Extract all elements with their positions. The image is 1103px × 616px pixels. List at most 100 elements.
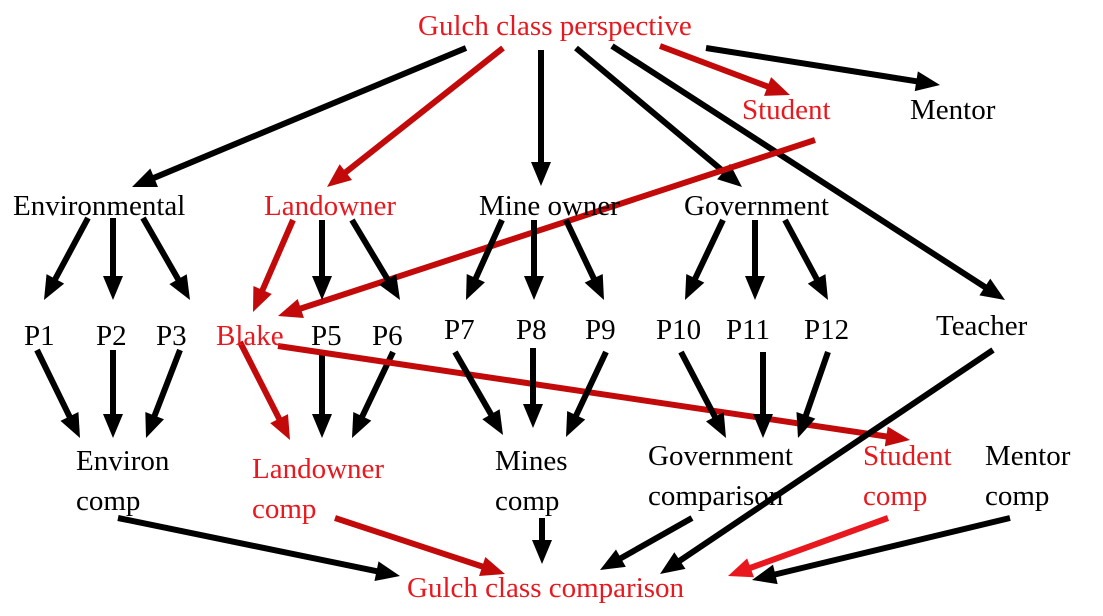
edge-arrow-teacher-to-bottom xyxy=(660,347,995,574)
node-p6: P6 xyxy=(372,316,403,356)
arrowhead-icon xyxy=(796,412,816,438)
arrowhead-icon xyxy=(327,164,353,187)
arrowhead-icon xyxy=(706,412,726,438)
node-label-line-1: Government xyxy=(648,440,793,472)
edge-arrow-environmental-to-p2 xyxy=(103,218,123,300)
node-mine-owner: Mine owner xyxy=(479,186,620,226)
arrowhead-icon xyxy=(807,274,828,300)
node-gulch-class-perspective: Gulch class perspective xyxy=(418,6,692,46)
edge-arrow-mines_comp-to-bottom xyxy=(532,518,552,564)
arrowhead-icon xyxy=(60,412,80,438)
edge-shaft xyxy=(151,45,468,182)
node-label-line-1: Landowner xyxy=(252,453,385,485)
arrowhead-icon xyxy=(584,274,604,300)
edge-shaft xyxy=(678,350,719,420)
edge-arrow-environmental-to-p1 xyxy=(44,216,91,300)
edge-shaft xyxy=(617,515,694,562)
edge-arrow-blake-to-landowner_comp xyxy=(237,340,290,440)
edge-arrow-environmental-to-p3 xyxy=(140,216,190,300)
node-p5: P5 xyxy=(311,316,342,356)
node-label: Gulch class perspective xyxy=(418,10,692,42)
edge-shaft xyxy=(237,340,283,422)
edge-shaft xyxy=(676,347,995,565)
edge-shaft xyxy=(277,343,889,440)
edge-arrow-top-to-mentor xyxy=(705,45,940,92)
edge-arrow-top-to-landowner xyxy=(327,45,505,187)
node-label: Mine owner xyxy=(479,190,620,222)
edge-shaft xyxy=(747,515,890,572)
arrowhead-icon xyxy=(379,274,400,300)
edge-shaft xyxy=(297,137,816,312)
edge-shaft xyxy=(342,45,505,176)
arrowhead-icon xyxy=(270,414,290,440)
arrowhead-icon xyxy=(278,299,304,319)
edge-arrow-government-to-p12 xyxy=(782,218,828,300)
arrowhead-icon xyxy=(884,426,910,447)
arrowhead-icon xyxy=(685,274,705,300)
arrowhead-icon xyxy=(717,163,742,187)
node-p10: P10 xyxy=(656,310,701,350)
arrowhead-icon xyxy=(728,558,754,578)
arrowhead-icon xyxy=(253,286,272,312)
node-label: P12 xyxy=(804,314,850,346)
edge-arrow-mentor_comp-to-bottom xyxy=(752,515,1011,585)
edge-arrow-landowner-to-p5 xyxy=(312,220,332,300)
node-government-comparison: Government comparison xyxy=(648,436,793,516)
node-p1: P1 xyxy=(24,316,55,356)
edge-arrow-top-to-environmental xyxy=(132,45,468,188)
node-label-line-1: Environ xyxy=(76,445,170,477)
node-label-line-2: comparison xyxy=(648,480,784,512)
edge-shaft xyxy=(782,218,821,283)
edge-shaft xyxy=(802,351,831,419)
arrowhead-icon xyxy=(103,414,123,438)
edge-shaft xyxy=(563,218,598,282)
node-mentor-comp: Mentor comp xyxy=(985,436,1070,516)
edge-shaft xyxy=(572,350,609,419)
node-label-line-1: Mentor xyxy=(985,440,1071,472)
node-government: Government xyxy=(684,186,829,226)
node-label: Gulch class comparison xyxy=(407,572,685,604)
node-label-line-2: comp xyxy=(76,485,141,517)
node-label-line-1: Mines xyxy=(495,445,568,477)
edge-shaft xyxy=(452,350,495,418)
node-label: P11 xyxy=(726,314,771,346)
node-label: P1 xyxy=(24,320,55,352)
edge-shaft xyxy=(472,218,505,282)
edge-shaft xyxy=(140,216,182,283)
edge-shaft xyxy=(51,216,91,283)
node-p12: P12 xyxy=(804,310,849,350)
edge-arrow-p7-to-mines_comp xyxy=(452,350,503,435)
arrowhead-icon xyxy=(523,404,543,428)
edge-shaft xyxy=(349,218,392,283)
node-p2: P2 xyxy=(96,316,127,356)
edge-arrow-p9-to-mines_comp xyxy=(566,350,609,437)
arrowhead-icon xyxy=(600,549,626,570)
edge-arrow-top-to-mine_owner xyxy=(531,50,551,186)
arrowhead-icon xyxy=(532,540,552,564)
node-landowner-comp: Landowner comp xyxy=(252,449,384,529)
edge-arrow-p5-to-landowner_comp xyxy=(312,352,332,438)
node-label: P2 xyxy=(96,320,127,352)
edge-shaft xyxy=(658,43,771,91)
node-label: Government xyxy=(684,190,829,222)
edge-arrow-environ_comp-to-bottom xyxy=(117,515,400,581)
arrowhead-icon xyxy=(312,276,332,300)
node-label: P5 xyxy=(311,320,342,352)
arrowhead-icon xyxy=(524,276,544,300)
edge-arrow-top-to-government xyxy=(574,45,742,187)
arrowhead-icon xyxy=(979,278,1005,300)
node-label: P10 xyxy=(656,314,702,346)
edge-arrow-landowner-to-blake xyxy=(253,218,296,312)
node-label: Blake xyxy=(216,320,284,352)
edge-shaft xyxy=(151,348,183,419)
node-p11: P11 xyxy=(726,310,770,350)
edge-arrow-blake-to-student_comp xyxy=(277,343,910,447)
node-p8: P8 xyxy=(516,310,547,350)
edge-arrow-student_comp-to-bottom xyxy=(728,515,890,578)
node-label: Teacher xyxy=(936,310,1028,342)
arrowhead-icon xyxy=(145,412,164,438)
node-gulch-class-comparison: Gulch class comparison xyxy=(407,568,684,608)
edge-arrow-top-to-teacher xyxy=(610,43,1005,300)
edge-arrow-mine_owner-to-p9 xyxy=(563,218,604,300)
